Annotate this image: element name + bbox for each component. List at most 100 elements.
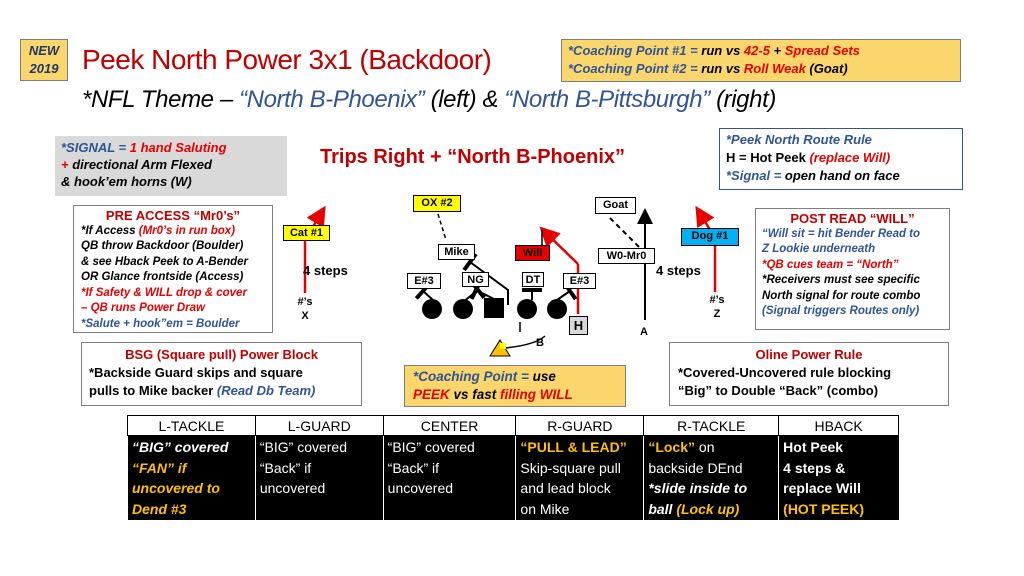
bsg-line1: *Backside Guard skips and square <box>89 365 303 380</box>
formation-title: Trips Right + “North B-Phoenix” <box>320 146 626 168</box>
z-numbers: #’s <box>709 294 725 306</box>
post-read-line5: North signal for route combo <box>762 289 921 302</box>
cp-peek-will: filling WILL <box>500 387 573 402</box>
d-tackle-label: DT <box>522 272 544 287</box>
guard-pull-route <box>462 252 509 305</box>
b-receiver-label: B <box>536 337 544 349</box>
ol-left-tackle <box>422 299 442 319</box>
x-letter: X <box>301 310 309 322</box>
coaching-point-peek-box: *Coaching Point = use PEEK vs fast filli… <box>404 365 626 407</box>
cp1-front: 42-5 <box>743 43 770 58</box>
cell-line: “PULL & LEAD” <box>520 439 627 455</box>
new-badge: NEW 2019 <box>20 39 68 81</box>
post-read-line6: (Signal triggers Routes only) <box>762 305 920 317</box>
cell-line: “BIG” covered <box>259 439 347 455</box>
page-subtitle: *NFL Theme – “North B-Phoenix” (left) & … <box>82 86 776 114</box>
pre-access-line6: – QB runs Power Draw <box>81 302 205 314</box>
ol-center <box>484 298 504 318</box>
steps-left-label: 4 steps <box>303 263 348 278</box>
x-numbers: #’s <box>297 296 313 308</box>
assignment-table: L-TACKLE L-GUARD CENTER R-GUARD R-TACKLE… <box>127 415 899 520</box>
cell-line: Hot Peek <box>783 439 844 455</box>
pre-access-if: *If Access <box>81 224 139 237</box>
ol-right-guard <box>517 299 537 319</box>
page-title: Peek North Power 3x1 (Backdoor) <box>82 44 492 75</box>
cp-peek-vs: vs fast <box>449 387 501 402</box>
cell-rtackle: “Lock” on backside DEnd *slide inside to… <box>643 435 779 520</box>
oline-rule-box: Oline Power Rule *Covered-Uncovered rule… <box>669 342 949 406</box>
pre-access-box-note: (Mr0’s in run box) <box>138 224 236 237</box>
ol-left-guard <box>453 299 473 319</box>
post-read-line1: “Will sit = hit Bender Read to <box>762 227 921 240</box>
cell-line: 4 steps & <box>783 459 846 476</box>
cell-line: “Back” if <box>259 459 312 476</box>
steps-right-label: 4 steps <box>656 263 701 278</box>
subtitle-mid: (left) & <box>424 86 505 113</box>
ox-dashed <box>437 213 447 241</box>
post-read-heading: POST READ “WILL” <box>790 211 915 226</box>
cell-line: backside DEnd <box>648 459 743 476</box>
oline-rule-line1: *Covered-Uncovered rule blocking <box>678 365 892 380</box>
subtitle-left-name: “North B-Phoenix” <box>239 86 425 113</box>
pre-access-box: PRE ACCESS “Mr0’s” *If Access (Mr0’s in … <box>73 205 273 333</box>
post-read-box: POST READ “WILL” “Will sit = hit Bender … <box>755 208 950 330</box>
pre-access-line2: QB throw Backdoor (Boulder) <box>81 240 244 252</box>
z-receiver-label: #’s Z <box>706 293 728 321</box>
end-left-label: E#3 <box>407 273 441 289</box>
cell-line: “Lock” <box>648 439 696 455</box>
post-read-line4: *Receivers must see specific <box>762 274 920 286</box>
post-read-line3: *QB cues team = “North” <box>762 258 899 271</box>
cell-line: uncovered <box>387 480 454 496</box>
route-rule-replace: (replace Will) <box>809 150 891 165</box>
will-label: Will <box>515 245 550 261</box>
cell-line: on Mike <box>520 500 570 517</box>
cell-line: and lead block <box>520 480 611 496</box>
oline-rule-line2: “Big” to Double “Back” (combo) <box>678 383 879 398</box>
cp2-goat: (Goat) <box>805 61 848 76</box>
block-line-5 <box>556 281 578 301</box>
post-read-line2: Z Lookie underneath <box>762 243 876 255</box>
signal-plus: + <box>61 157 73 172</box>
cell-line: replace Will <box>783 480 861 496</box>
table-header-row: L-TACKLE L-GUARD CENTER R-GUARD R-TACKLE… <box>127 415 899 436</box>
route-rule-h: H = Hot Peek <box>726 150 810 165</box>
end-right-label: E#3 <box>563 273 596 289</box>
goat-dashed <box>609 217 643 251</box>
bsg-heading: BSG (Square pull) Power Block <box>125 347 318 362</box>
col-header: R-TACKLE <box>643 415 780 436</box>
cp1-sets: Spread Sets <box>784 43 860 58</box>
nose-guard-label: NG <box>462 272 489 287</box>
pre-access-line5: *If Safety & WILL drop & cover <box>81 286 247 299</box>
cell-ltackle: “BIG” covered “FAN” if uncovered to Dend… <box>127 435 256 520</box>
signal-label: *SIGNAL = <box>61 140 130 155</box>
cp2-label: *Coaching Point #2 = <box>568 61 702 76</box>
cell-line: “BIG” covered <box>132 439 229 455</box>
cp2-run: run vs <box>701 61 744 76</box>
bsg-box: BSG (Square pull) Power Block *Backside … <box>81 342 362 406</box>
cell-center: “BIG” covered “Back” if uncovered <box>382 435 516 520</box>
cell-lguard: “BIG” covered “Back” if uncovered <box>254 435 384 520</box>
subtitle-prefix: *NFL Theme – <box>82 86 240 113</box>
block-line-4 <box>414 282 434 301</box>
bsg-read: (Read Db Team) <box>216 383 316 398</box>
signal-salute: 1 hand Saluting <box>129 140 227 155</box>
col-header: R-GUARD <box>515 415 645 436</box>
table-row: “BIG” covered “FAN” if uncovered to Dend… <box>127 435 899 520</box>
cp-peek-label: *Coaching Point = <box>413 369 533 384</box>
signal-horns: & hook’em horns (W) <box>61 174 192 189</box>
bsg-line2: pulls to Mike backer <box>89 383 217 398</box>
h-route-break <box>539 226 579 265</box>
pre-access-line7: *Salute + hook”em = Boulder <box>81 317 240 330</box>
cp-peek-word: PEEK <box>413 387 450 402</box>
subtitle-right-name: “North B-Pittsburgh” <box>504 86 710 113</box>
cat-label: Cat #1 <box>283 225 330 241</box>
cell-line: (HOT PEEK) <box>783 500 865 517</box>
col-header: L-GUARD <box>254 415 384 436</box>
coaching-points-box: *Coaching Point #1 = run vs 42-5 + Sprea… <box>561 39 961 82</box>
qb-dot <box>500 343 506 349</box>
ox-label: OX #2 <box>413 195 461 212</box>
route-rule-signal: *Signal = <box>726 168 785 183</box>
col-header: CENTER <box>382 415 517 436</box>
cp1-plus: + <box>769 43 785 58</box>
badge-line2: 2019 <box>29 61 59 76</box>
